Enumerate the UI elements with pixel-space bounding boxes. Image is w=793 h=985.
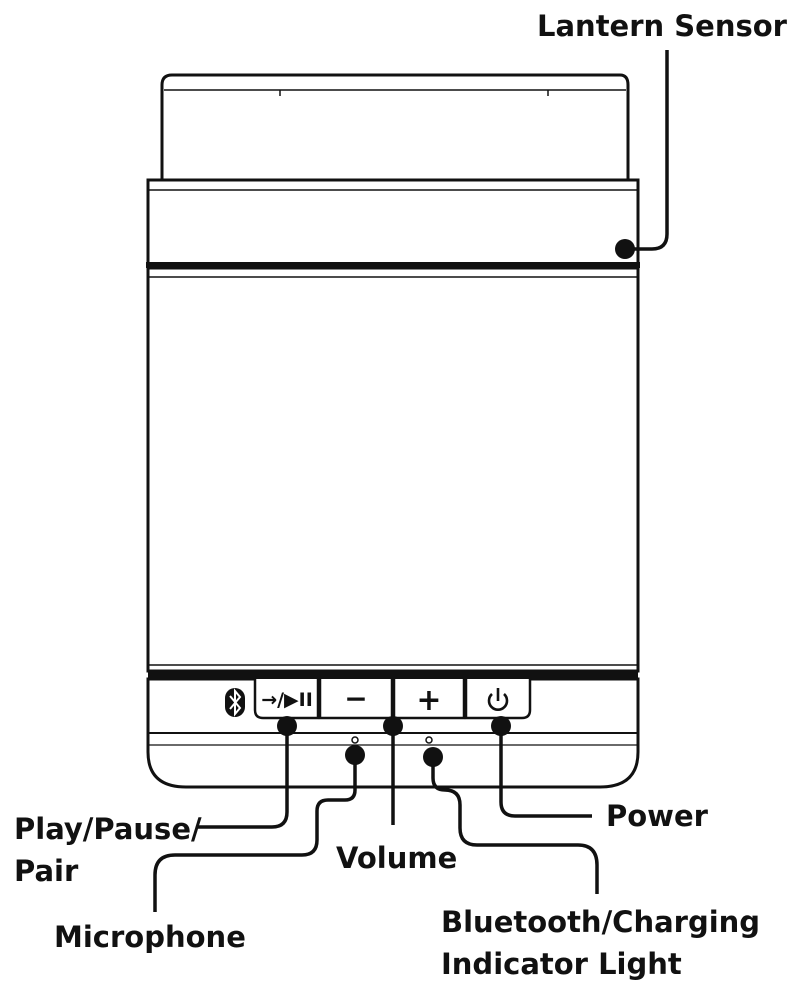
label-play-pause-pair-line1: Play/Pause/ <box>14 812 202 846</box>
volume-up-label: + <box>416 683 441 718</box>
volume-down-button[interactable] <box>318 679 394 720</box>
upper-band <box>146 178 640 268</box>
play-pause-dot <box>277 716 297 736</box>
indicator-light-hole <box>425 736 433 744</box>
volume-up-button[interactable] <box>392 679 466 720</box>
volume-down-label: − <box>344 682 367 715</box>
indicator-dot <box>423 747 443 767</box>
label-power: Power <box>606 799 709 833</box>
label-lantern-sensor: Lantern Sensor <box>537 9 788 43</box>
label-indicator-line2: Indicator Light <box>441 947 682 981</box>
leader-dots <box>277 239 635 767</box>
play-pause-button[interactable] <box>253 679 320 720</box>
volume-dot <box>383 716 403 736</box>
speaker-body <box>146 266 640 673</box>
label-indicator-line1: Bluetooth/Charging <box>441 905 760 939</box>
leader-lines <box>153 50 669 912</box>
microphone-dot <box>345 745 365 765</box>
control-buttons: →/▶II − + <box>253 679 532 720</box>
label-volume: Volume <box>336 841 457 875</box>
lantern-cap <box>160 73 630 182</box>
bluetooth-icon <box>225 688 245 717</box>
power-dot <box>491 716 511 736</box>
play-pause-button-label: →/▶II <box>261 689 313 711</box>
label-play-pause-pair-line2: Pair <box>14 854 79 888</box>
power-icon <box>487 688 509 711</box>
lantern-sensor-dot <box>615 239 635 259</box>
label-microphone: Microphone <box>54 920 246 954</box>
microphone-hole <box>351 736 359 744</box>
